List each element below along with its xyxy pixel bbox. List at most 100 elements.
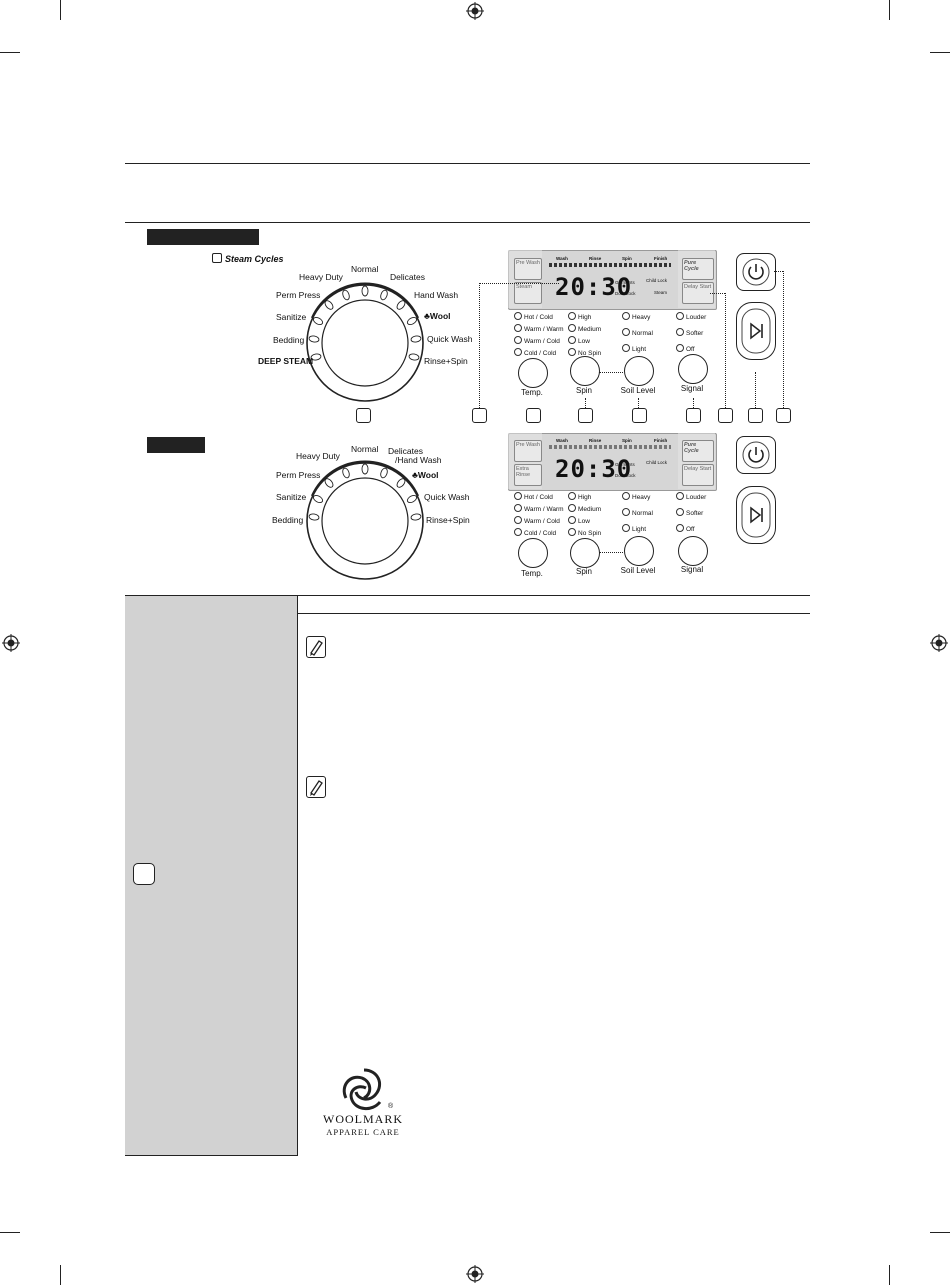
header-rule (125, 222, 810, 223)
cycle-dial[interactable] (300, 278, 430, 408)
temp-option[interactable]: Warm / Warm (514, 324, 564, 334)
crop-mark (60, 0, 61, 20)
callout-leader (783, 271, 784, 408)
spin-option[interactable]: Medium (568, 324, 601, 334)
soil-option[interactable]: Normal (622, 328, 653, 338)
callout-box (748, 408, 763, 423)
callout-box (776, 408, 791, 423)
dial-label-sanitize: Sanitize (276, 312, 307, 322)
start-pause-button[interactable] (736, 302, 776, 360)
lcd-garments-indicator: Garments (615, 462, 635, 467)
registration-mark-icon (2, 634, 20, 652)
dial-label-normal: Normal (351, 444, 379, 454)
soil-option[interactable]: Normal (622, 508, 653, 518)
crop-mark (0, 52, 20, 53)
soil-option[interactable]: Light (622, 524, 646, 534)
lcd-time: 20:30 (555, 455, 633, 483)
spin-knob[interactable] (570, 356, 600, 386)
spin-option[interactable]: No Spin (568, 348, 601, 358)
start-pause-button[interactable] (736, 486, 776, 544)
dial-label-bedding: Bedding (272, 515, 304, 525)
spin-option[interactable]: No Spin (568, 528, 601, 538)
table-bottom-rule (125, 1155, 298, 1156)
lcd-progress-bar (549, 445, 671, 449)
cycle-dial[interactable] (300, 456, 430, 586)
soil-option[interactable]: Heavy (622, 492, 650, 502)
soil-level-knob[interactable] (624, 356, 654, 386)
temp-option[interactable]: Hot / Cold (514, 312, 553, 322)
woolmark-subtitle: APPAREL CARE (326, 1127, 400, 1137)
pure-cycle-button[interactable]: Pure Cycle (682, 258, 714, 280)
spin-knob-label: Spin (575, 386, 592, 395)
spin-option[interactable]: High (568, 492, 591, 502)
play-pause-icon (741, 308, 771, 354)
soil-option[interactable]: Heavy (622, 312, 650, 322)
signal-option[interactable]: Off (676, 344, 695, 354)
spin-option[interactable]: Low (568, 516, 590, 526)
extra-rinse-button[interactable]: Extra Rinse (514, 464, 542, 486)
signal-option[interactable]: Off (676, 524, 695, 534)
registration-mark-icon (466, 2, 484, 20)
temp-option[interactable]: Hot / Cold (514, 492, 553, 502)
spin-option[interactable]: High (568, 312, 591, 322)
temp-knob-label: Temp. (521, 388, 543, 397)
steam-cycles-legend: Steam Cycles (212, 253, 284, 264)
power-button[interactable] (736, 436, 776, 474)
callout-box (133, 863, 155, 885)
temp-option[interactable]: Warm / Cold (514, 336, 560, 346)
signal-option[interactable]: Softer (676, 508, 703, 518)
dial-label-delicates: Delicates (390, 272, 425, 282)
delay-start-button[interactable]: Delay Start (682, 464, 714, 486)
lcd-door-lock-indicator: Door Lock (615, 291, 636, 296)
lcd-progress-bar (549, 263, 671, 267)
soil-option[interactable]: Light (622, 344, 646, 354)
pre-wash-button[interactable]: Pre Wash (514, 440, 542, 462)
signal-knob-label: Signal (680, 384, 704, 393)
temp-option[interactable]: Warm / Cold (514, 516, 560, 526)
callout-box (472, 408, 487, 423)
callout-leader (638, 398, 639, 408)
lcd-header-finish: Finish (654, 438, 668, 443)
dial-label-sanitize: Sanitize (276, 492, 307, 502)
registration-mark-icon (930, 634, 948, 652)
dial-label-heavy-duty: Heavy Duty (299, 272, 343, 282)
signal-option[interactable]: Softer (676, 328, 703, 338)
temp-knob[interactable] (518, 358, 548, 388)
pure-cycle-button[interactable]: Pure Cycle (682, 440, 714, 462)
dial-label-rinse-spin: Rinse+Spin (426, 515, 470, 525)
temp-knob[interactable] (518, 538, 548, 568)
callout-box (718, 408, 733, 423)
dial-label-wool-text: Wool (417, 470, 439, 480)
table-column-divider (297, 596, 298, 1155)
signal-option[interactable]: Louder (676, 312, 706, 322)
signal-option[interactable]: Louder (676, 492, 706, 502)
dial-label-hand-wash: Hand Wash (414, 290, 459, 300)
spin-option[interactable]: Low (568, 336, 590, 346)
registered-mark: ® (388, 1103, 394, 1110)
power-button[interactable] (736, 253, 776, 291)
crop-mark (60, 1265, 61, 1285)
soil-level-knob[interactable] (624, 536, 654, 566)
header-rule (125, 163, 810, 164)
signal-knob[interactable] (678, 536, 708, 566)
signal-knob[interactable] (678, 354, 708, 384)
spin-knob-label: Spin (575, 567, 592, 576)
callout-box (632, 408, 647, 423)
spin-option[interactable]: Medium (568, 504, 601, 514)
temp-option[interactable]: Cold / Cold (514, 528, 556, 538)
spin-knob[interactable] (570, 538, 600, 568)
lcd-header-wash: Wash (556, 256, 568, 261)
pre-wash-button[interactable]: Pre Wash (514, 258, 542, 280)
callout-leader (725, 293, 726, 408)
crop-mark (930, 1232, 950, 1233)
steam-button[interactable]: Steam (514, 282, 542, 304)
temp-option[interactable]: Warm / Warm (514, 504, 564, 514)
model-label-bar (147, 229, 259, 245)
table-top-rule (125, 595, 810, 596)
lcd-steam-indicator: Steam (654, 290, 668, 295)
temp-option[interactable]: Cold / Cold (514, 348, 556, 358)
dial-label-deep-steam: DEEP STEAM (258, 356, 314, 366)
callout-box (578, 408, 593, 423)
crop-mark (889, 0, 890, 20)
lcd-header-spin: Spin (622, 438, 632, 443)
